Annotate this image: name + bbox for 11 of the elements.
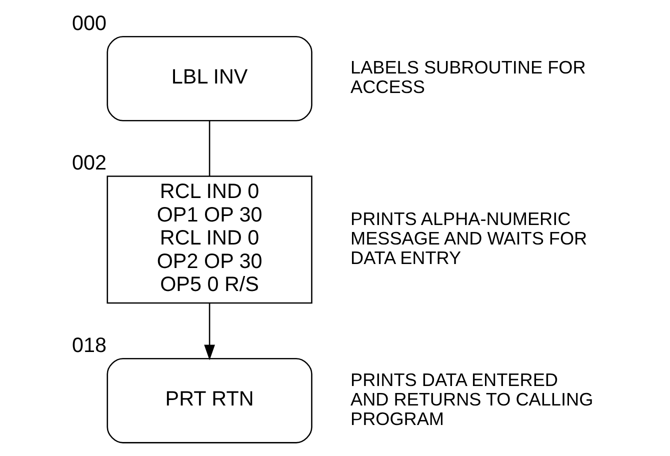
label: PRINTS ALPHA-NUMERIC MESSAGE AND WAITS FOR DATA ENTRY <box>350 209 588 268</box>
node-box: PRT RTN <box>106 358 312 444</box>
label: PRINTS DATA ENTERED AND RETURNS TO CALLING PROGRAM <box>350 370 594 429</box>
arrow <box>204 303 215 360</box>
node-label: 018 <box>72 334 107 357</box>
node-label: 002 <box>72 152 107 175</box>
node-box: RCL IND 0 OP1 OP 30 RCL IND 0 OP2 OP 30 OP5 0 R/S <box>106 176 312 304</box>
label: LABELS SUBROUTINE FOR ACCESS <box>350 58 586 98</box>
connector <box>208 120 210 176</box>
node-label: 000 <box>72 12 107 35</box>
node-box: LBL INV <box>106 36 312 122</box>
